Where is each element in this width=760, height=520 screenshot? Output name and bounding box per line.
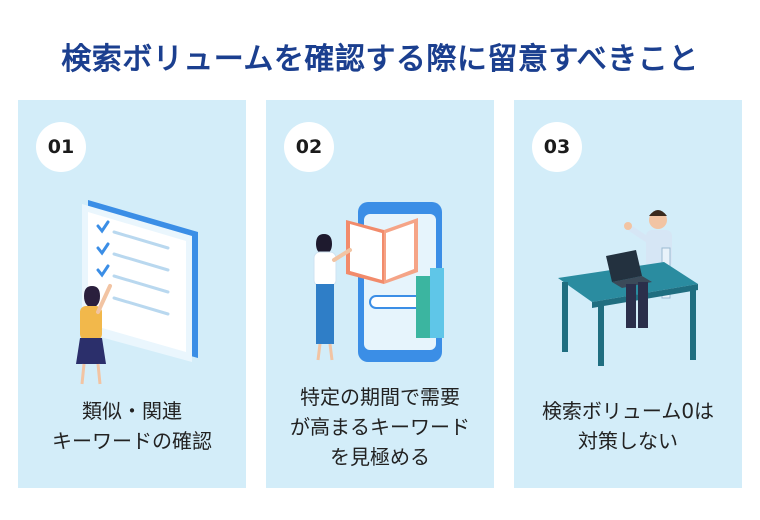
page-title: 検索ボリュームを確認する際に留意すべきこと	[61, 42, 699, 77]
tip-card-2: 02 特定の期間で需要 が高まるキーワード を見極める	[266, 100, 494, 488]
card-number-badge: 02	[284, 122, 334, 172]
checklist-board-illustration	[76, 200, 198, 385]
card-caption: 特定の期間で需要 が高まるキーワード を見極める	[290, 385, 470, 469]
tip-card-1: 01 類似・関連 キーワードの確認	[18, 100, 246, 488]
card-caption: 検索ボリューム0は 対策しない	[541, 399, 715, 453]
tip-card-3: 03 検索ボリューム0は 対策しない	[514, 100, 742, 488]
card-number-badge: 01	[36, 122, 86, 172]
phone-books-illustration	[313, 202, 444, 362]
card-number-badge: 03	[532, 122, 582, 172]
desk-worker-illustration	[558, 210, 698, 366]
card-caption: 類似・関連 キーワードの確認	[52, 399, 212, 453]
